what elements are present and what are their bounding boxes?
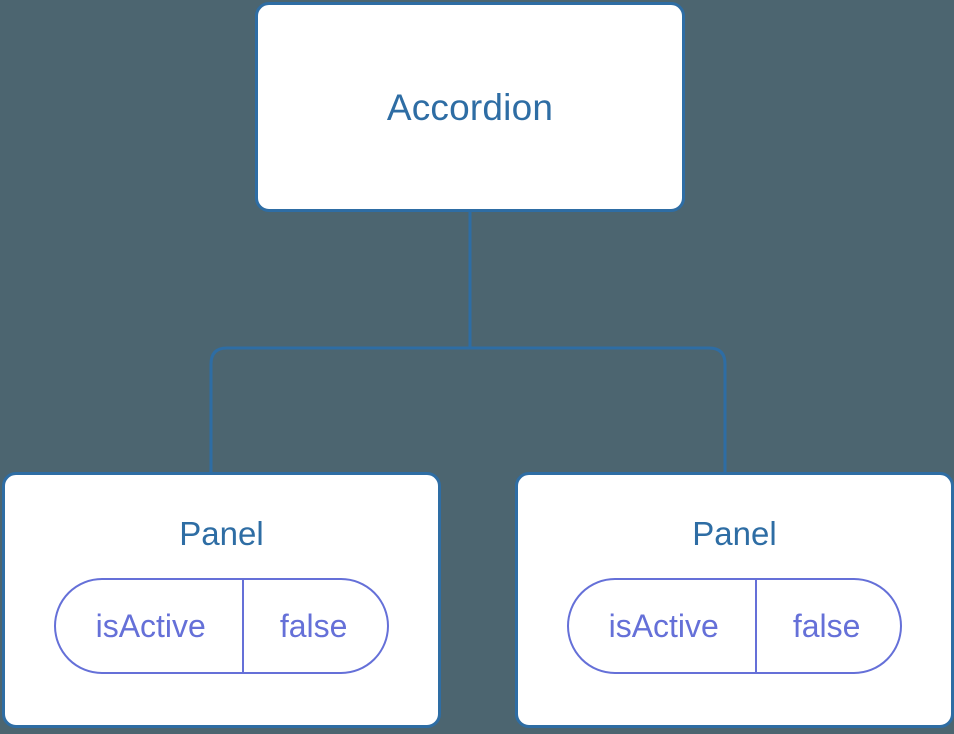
- node-panel-2[interactable]: Panel isActive false: [515, 472, 954, 728]
- node-panel-2-label: Panel: [692, 515, 777, 552]
- connector-branch-right: [470, 346, 727, 474]
- node-panel-1-label: Panel: [179, 515, 264, 552]
- state-pill-2[interactable]: isActive false: [566, 578, 903, 674]
- state-pill-1-value: false: [241, 580, 388, 672]
- state-pill-1-key: isActive: [95, 608, 206, 644]
- node-accordion-label: Accordion: [386, 86, 554, 128]
- node-panel-1[interactable]: Panel isActive false: [2, 472, 441, 728]
- state-pill-2-key: isActive: [608, 608, 719, 644]
- node-accordion[interactable]: Accordion: [255, 2, 685, 212]
- state-pill-1[interactable]: isActive false: [53, 578, 390, 674]
- state-pill-2-value: false: [754, 580, 901, 672]
- connector-branch-left: [209, 346, 470, 474]
